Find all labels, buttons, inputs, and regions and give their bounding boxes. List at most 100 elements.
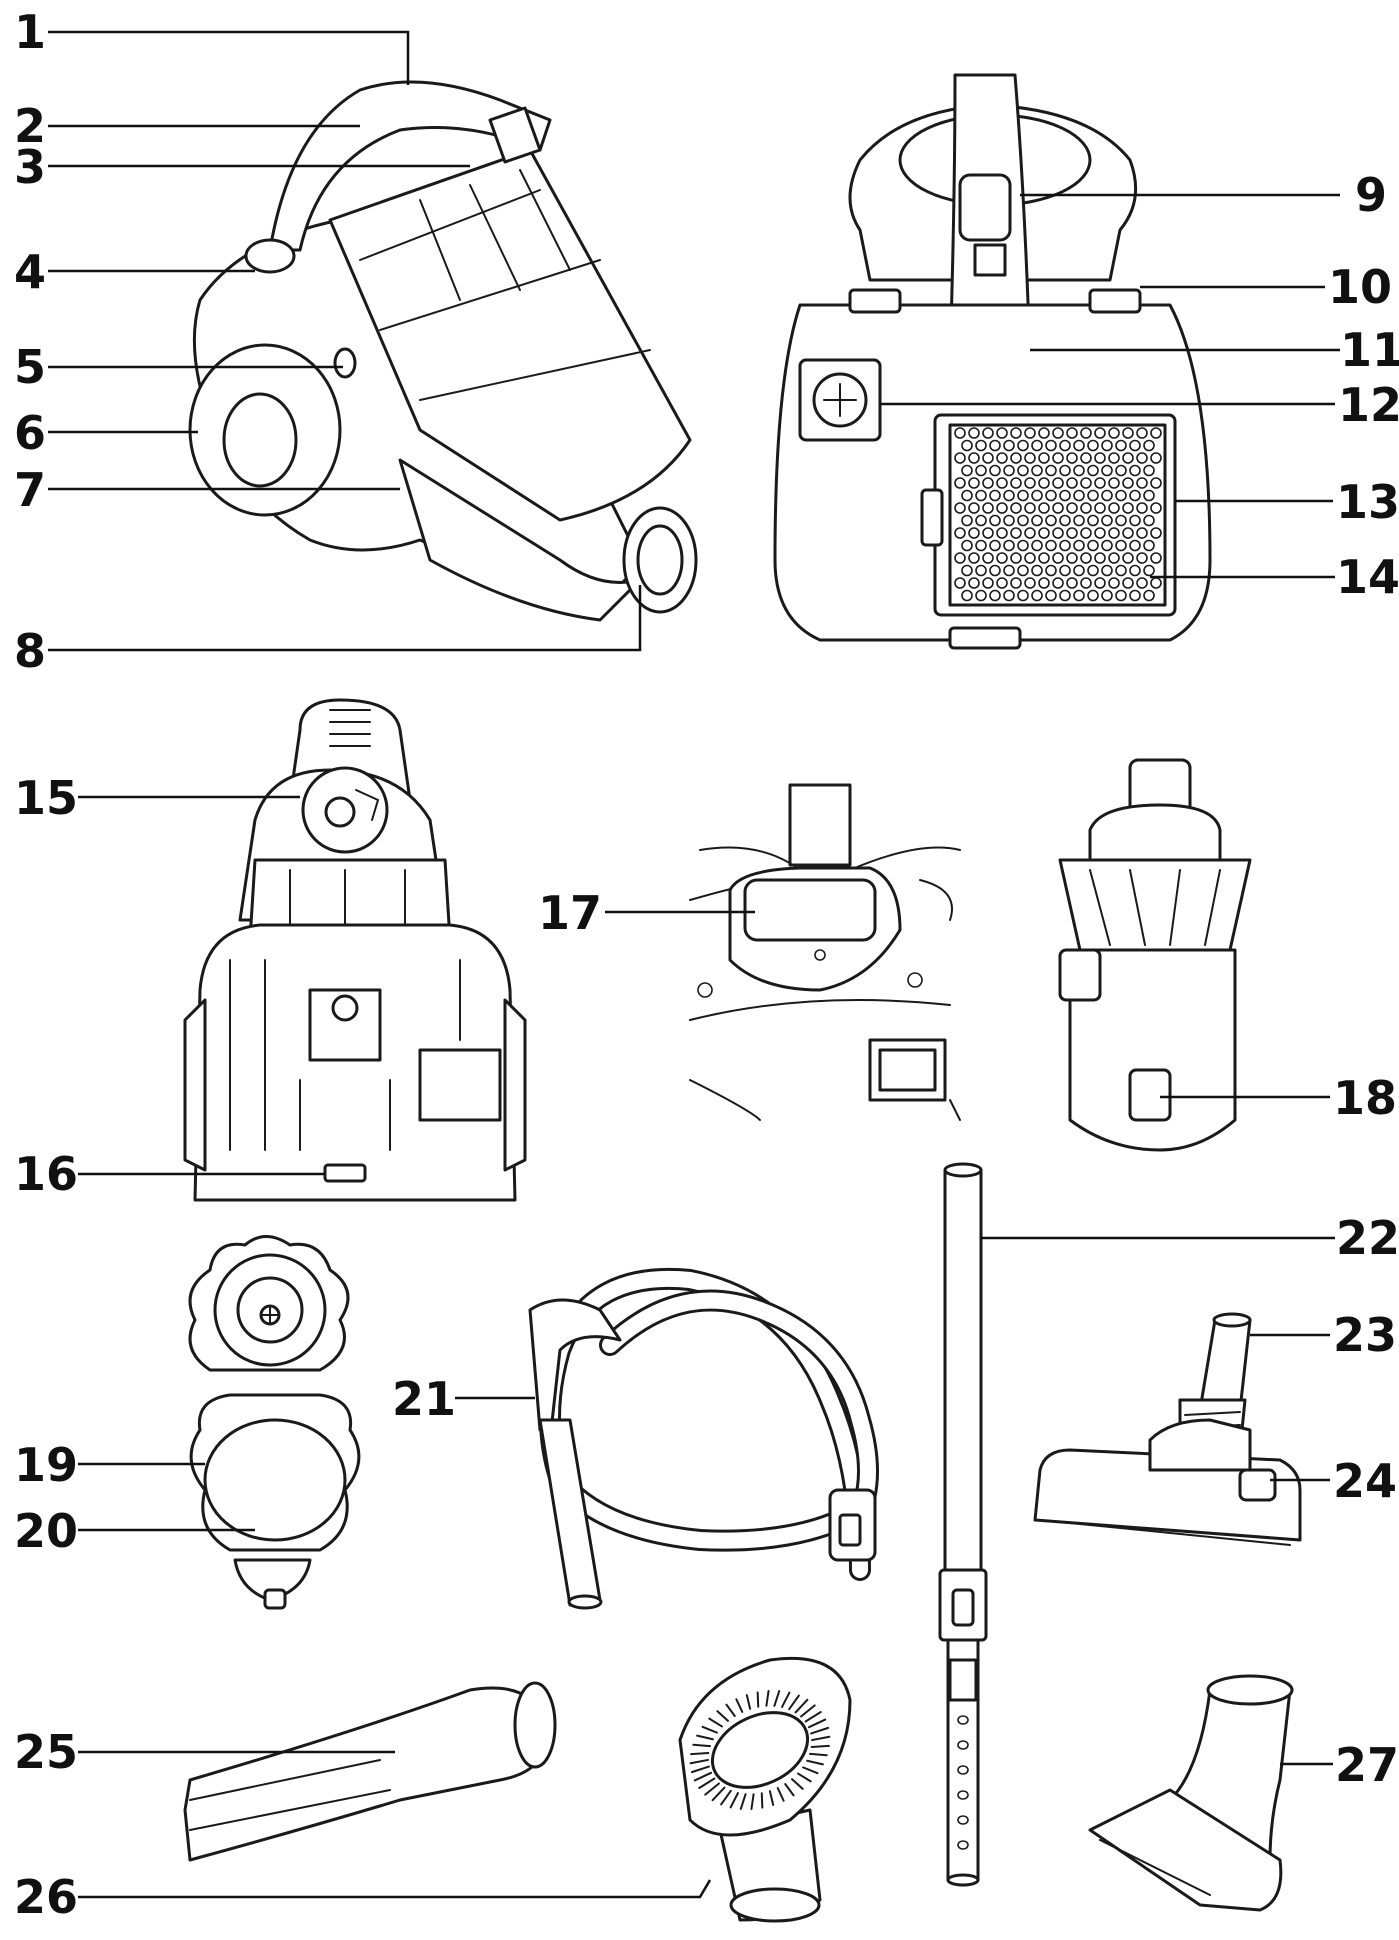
grille-hole	[982, 502, 994, 514]
grille-hole	[961, 489, 973, 502]
grille-hole	[1122, 502, 1134, 514]
dust-container-view	[1058, 758, 1252, 1152]
grille-hole	[1129, 539, 1141, 552]
bristle	[776, 1787, 785, 1802]
grille-hole	[968, 427, 980, 439]
grille-hole	[1003, 439, 1015, 452]
bristle	[807, 1718, 827, 1729]
grille-hole	[1073, 564, 1085, 577]
grille-hole	[1122, 427, 1134, 439]
rear-latch-right	[1088, 288, 1142, 314]
grille-hole	[989, 589, 1001, 602]
grille-hole	[1038, 427, 1050, 439]
grille-hole	[954, 502, 966, 514]
grille-hole	[1045, 589, 1057, 602]
grille-hole	[1080, 552, 1092, 564]
bristle	[810, 1744, 830, 1748]
leader-8	[48, 585, 642, 652]
grille-hole	[1010, 577, 1022, 589]
callout-1: 1	[14, 5, 46, 59]
grille-hole	[982, 477, 994, 489]
grille-hole	[1059, 489, 1071, 502]
callout-numbers: 1 2 3 4 5 6 7 8 9 10 11 12 13 14 15 16 1…	[14, 5, 1399, 1924]
grille-hole	[1087, 489, 1099, 502]
tube-hole	[957, 1790, 969, 1800]
grille-hole	[961, 564, 973, 577]
grille-hole	[954, 452, 966, 464]
grille-hole	[1080, 427, 1092, 439]
crevice-tool	[183, 1686, 548, 1862]
callout-8: 8	[14, 624, 46, 678]
grille-hole	[1094, 452, 1106, 464]
grille-hole	[1059, 539, 1071, 552]
bristle	[693, 1771, 713, 1782]
grille-hole	[1031, 589, 1043, 602]
grille-hole	[996, 577, 1008, 589]
hose-handle	[528, 1298, 622, 1442]
bristle	[756, 1691, 760, 1708]
grille-hole	[982, 452, 994, 464]
grille-hole	[1115, 514, 1127, 527]
grille-hole	[1003, 564, 1015, 577]
bristle	[692, 1743, 711, 1748]
grille-hole	[1143, 489, 1155, 502]
grille-hole	[968, 502, 980, 514]
grille-hole	[1045, 564, 1057, 577]
callout-12: 12	[1338, 378, 1399, 432]
grille-hole	[1073, 589, 1085, 602]
grille-hole	[1094, 527, 1106, 539]
grille-hole	[996, 502, 1008, 514]
grille-hole	[996, 452, 1008, 464]
grille-hole	[1073, 539, 1085, 552]
grille-hole	[1010, 477, 1022, 489]
grille-hole	[1129, 589, 1141, 602]
container-release	[1128, 1068, 1172, 1122]
grille-hole	[996, 527, 1008, 539]
grille-hole	[1052, 502, 1064, 514]
grille-hole	[1080, 577, 1092, 589]
grille-hole	[1122, 477, 1134, 489]
grille-hole	[1115, 439, 1127, 452]
callout-24: 24	[1333, 1454, 1397, 1508]
grille-hole	[1059, 464, 1071, 477]
grille-hole	[975, 489, 987, 502]
grille-hole	[1052, 477, 1064, 489]
bristle	[809, 1752, 828, 1757]
grille-hole	[954, 527, 966, 539]
grille-hole	[1024, 552, 1036, 564]
bristle	[729, 1792, 739, 1809]
grille-hole	[1024, 452, 1036, 464]
grille-hole	[968, 452, 980, 464]
callout-2: 2	[14, 99, 46, 153]
grille-hole	[1129, 564, 1141, 577]
bristle	[811, 1735, 831, 1742]
bristle	[689, 1758, 709, 1765]
grille-hole	[1136, 527, 1148, 539]
grille-hole	[1108, 477, 1120, 489]
hose-view	[528, 1267, 879, 1610]
grille-hole	[1024, 502, 1036, 514]
dusting-brush-view	[678, 1656, 852, 1923]
callout-13: 13	[1336, 475, 1399, 529]
grille-hole	[1045, 539, 1057, 552]
grille-hole	[1038, 527, 1050, 539]
bristle	[800, 1704, 816, 1718]
grille-hole	[1129, 514, 1141, 527]
grille-hole	[975, 464, 987, 477]
grille-hole	[1052, 427, 1064, 439]
grille-hole	[1150, 577, 1162, 589]
main-unit-side-view	[188, 80, 698, 622]
upholstery-tool-view	[1088, 1674, 1294, 1912]
grille-hole	[1024, 427, 1036, 439]
grille-hole	[982, 527, 994, 539]
grille-hole	[1059, 514, 1071, 527]
grille-hole	[989, 539, 1001, 552]
tube-hole	[957, 1765, 969, 1775]
grille-hole	[982, 577, 994, 589]
bristle	[773, 1690, 781, 1707]
grille-hole	[1059, 439, 1071, 452]
grille-hole	[1094, 577, 1106, 589]
grille-hole	[989, 464, 1001, 477]
crevice-tool-view	[183, 1681, 557, 1862]
grille-hole	[1136, 552, 1148, 564]
